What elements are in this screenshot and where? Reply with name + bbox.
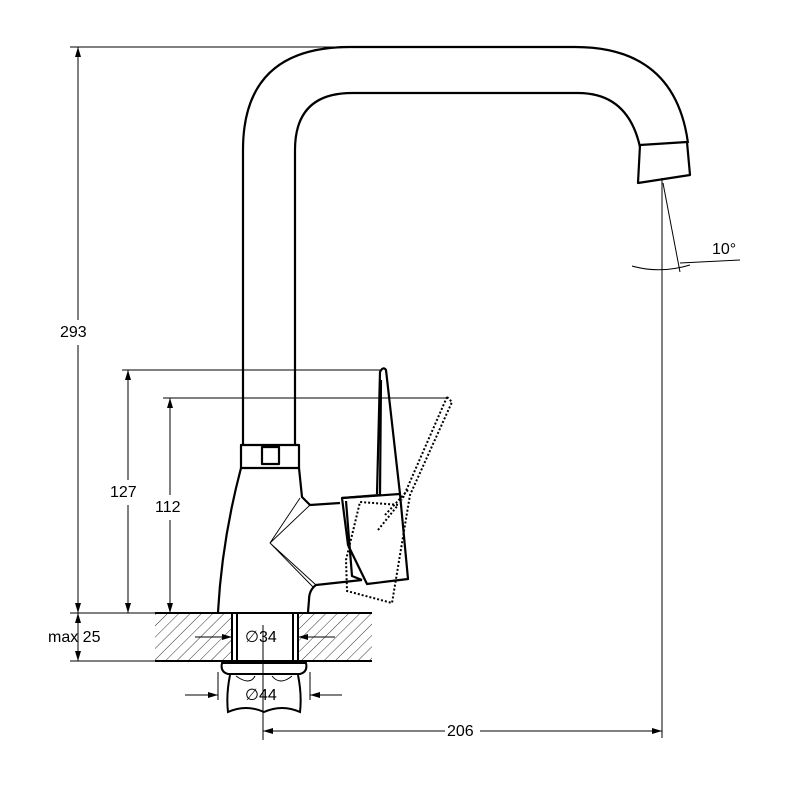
dim-spout-angle: 10° <box>712 241 737 258</box>
dim-nut-diameter: ∅44 <box>245 687 277 704</box>
dim-total-height: 293 <box>60 324 87 341</box>
dim-spout-reach: 206 <box>447 723 474 740</box>
dim-hole-diameter: ∅34 <box>245 629 277 646</box>
lever <box>375 367 402 495</box>
spout-inner <box>293 91 642 445</box>
body-left <box>216 467 243 613</box>
dimension-arrows <box>75 47 662 734</box>
dim-body-height: 112 <box>155 499 181 516</box>
lever-alt-position <box>344 396 454 605</box>
collar-slot <box>260 445 281 466</box>
handle-block <box>340 492 410 586</box>
body-right <box>297 467 341 507</box>
handle-side <box>344 500 363 582</box>
aerator-nozzle <box>636 140 692 185</box>
dim-max-counter: max 25 <box>48 629 101 646</box>
collar <box>239 443 301 470</box>
dim-lever-height: 127 <box>110 484 137 501</box>
body-bevel <box>269 497 317 588</box>
mounting-nut <box>220 662 308 714</box>
